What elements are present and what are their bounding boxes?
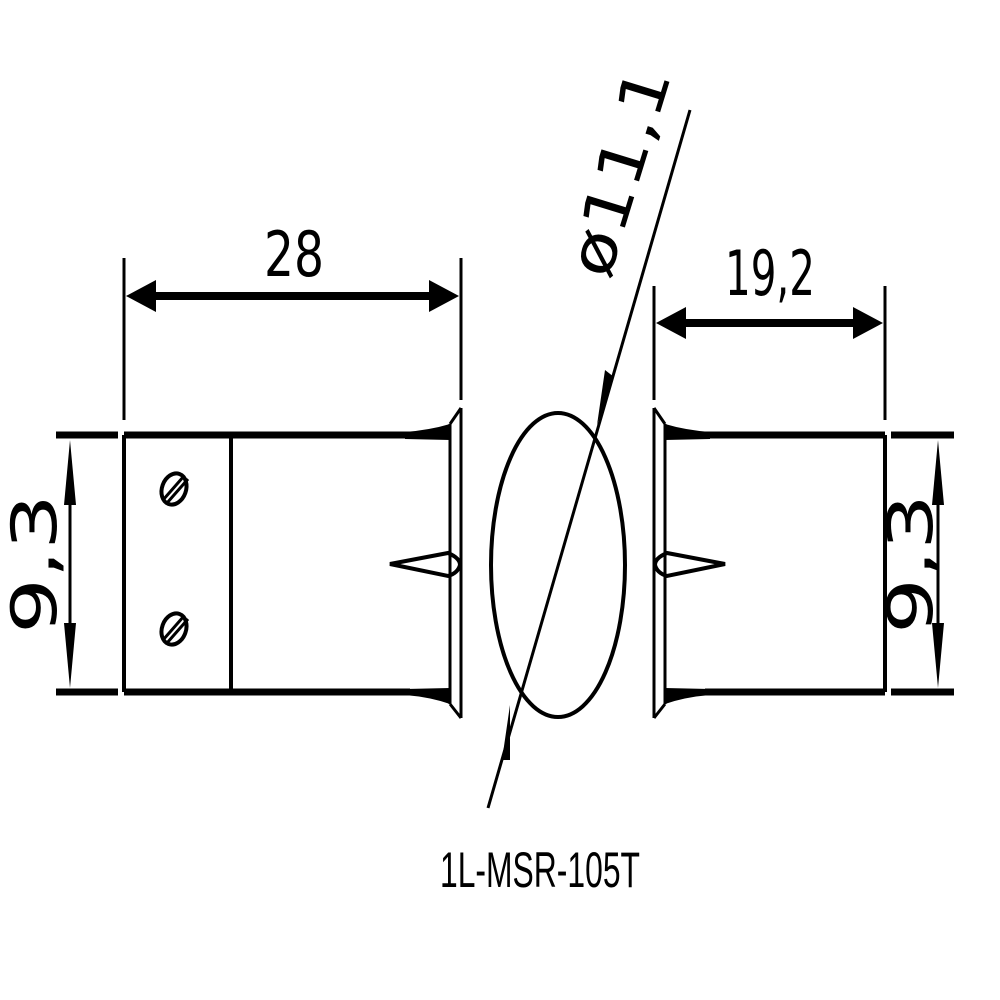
dimension-label-right-9-3: 9,3 bbox=[874, 494, 947, 634]
dimension-label-19-2: 19,2 bbox=[725, 237, 815, 310]
screw-icon bbox=[159, 611, 190, 647]
dimension-28: 28 bbox=[122, 218, 463, 420]
magnet-circle: ø11,1 bbox=[486, 58, 692, 809]
screw-icon bbox=[159, 471, 190, 507]
dimension-left-9-3: 9,3 bbox=[0, 440, 76, 688]
switch-body bbox=[56, 407, 463, 719]
dimension-label-diameter: ø11,1 bbox=[553, 58, 686, 285]
magnet-body bbox=[652, 407, 954, 719]
dimension-label-28: 28 bbox=[264, 218, 324, 291]
dimension-right-9-3: 9,3 bbox=[874, 440, 947, 688]
part-number-label: 1L-MSR-105T bbox=[440, 842, 640, 898]
dimension-label-left-9-3: 9,3 bbox=[0, 494, 71, 634]
dimension-19-2: 19,2 bbox=[652, 237, 887, 420]
